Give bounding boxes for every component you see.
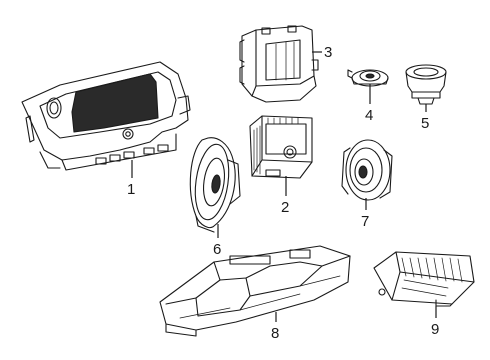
callout-4: 4 bbox=[365, 107, 373, 124]
part-8-amplifier-enclosure bbox=[159, 245, 351, 337]
part-4-tweeter bbox=[347, 69, 389, 87]
callout-2: 2 bbox=[281, 199, 289, 216]
part-3-control-module-bracket bbox=[239, 25, 319, 103]
callout-5: 5 bbox=[421, 115, 429, 132]
callout-3: 3 bbox=[324, 44, 332, 61]
part-9-amplifier bbox=[373, 251, 475, 307]
part-2-radio-module bbox=[249, 115, 313, 179]
callout-labels: 1 2 3 4 5 6 7 8 9 bbox=[127, 44, 439, 342]
callout-1: 1 bbox=[127, 181, 135, 198]
callout-8: 8 bbox=[271, 325, 279, 342]
callout-9: 9 bbox=[431, 321, 439, 338]
part-7-rear-speaker bbox=[341, 139, 393, 201]
part-6-door-speaker bbox=[189, 137, 241, 233]
part-1-display-bezel bbox=[21, 61, 191, 171]
callout-7: 7 bbox=[361, 213, 369, 230]
callout-6: 6 bbox=[213, 241, 221, 258]
part-5-speaker-retainer bbox=[405, 64, 447, 105]
leader-lines bbox=[131, 51, 437, 322]
